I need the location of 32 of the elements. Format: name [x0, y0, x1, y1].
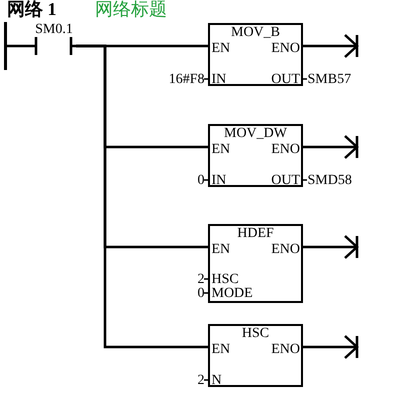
pin-label: ENO	[271, 342, 300, 356]
block-name: MOV_B	[231, 26, 280, 40]
block-name: HSC	[242, 326, 270, 340]
pin-label: IN	[212, 72, 226, 86]
operand-label: SMD58	[308, 174, 352, 188]
pin-label: EN	[212, 242, 230, 256]
operand-label: 0	[198, 286, 204, 300]
pin-label: N	[212, 374, 222, 388]
pin-label: ENO	[271, 42, 300, 56]
pin-label: ENO	[271, 142, 300, 156]
subheading: 网络标题	[95, 0, 167, 19]
power-rail	[4, 22, 7, 70]
operand-label: 16#F8	[168, 72, 204, 86]
block-name: MOV_DW	[224, 126, 287, 140]
operand-label: SMB57	[308, 72, 352, 86]
pin-label: OUT	[271, 72, 300, 86]
operand-label: 0	[198, 174, 204, 188]
pin-label: EN	[212, 342, 230, 356]
operand-label: 2	[198, 272, 204, 286]
pin-label: HSC	[212, 272, 239, 286]
block-name: HDEF	[237, 226, 274, 240]
operand-label: 2	[198, 374, 204, 388]
pin-label: EN	[212, 142, 230, 156]
pin-label: EN	[212, 42, 230, 56]
heading: 网络 1	[7, 0, 56, 19]
pin-label: IN	[212, 174, 226, 188]
wire	[7, 44, 32, 48]
wire	[76, 44, 208, 348]
pin-label: ENO	[271, 242, 300, 256]
pin-label: MODE	[212, 286, 253, 300]
contact-label: SM0.1	[35, 23, 73, 37]
pin-label: OUT	[271, 174, 300, 188]
